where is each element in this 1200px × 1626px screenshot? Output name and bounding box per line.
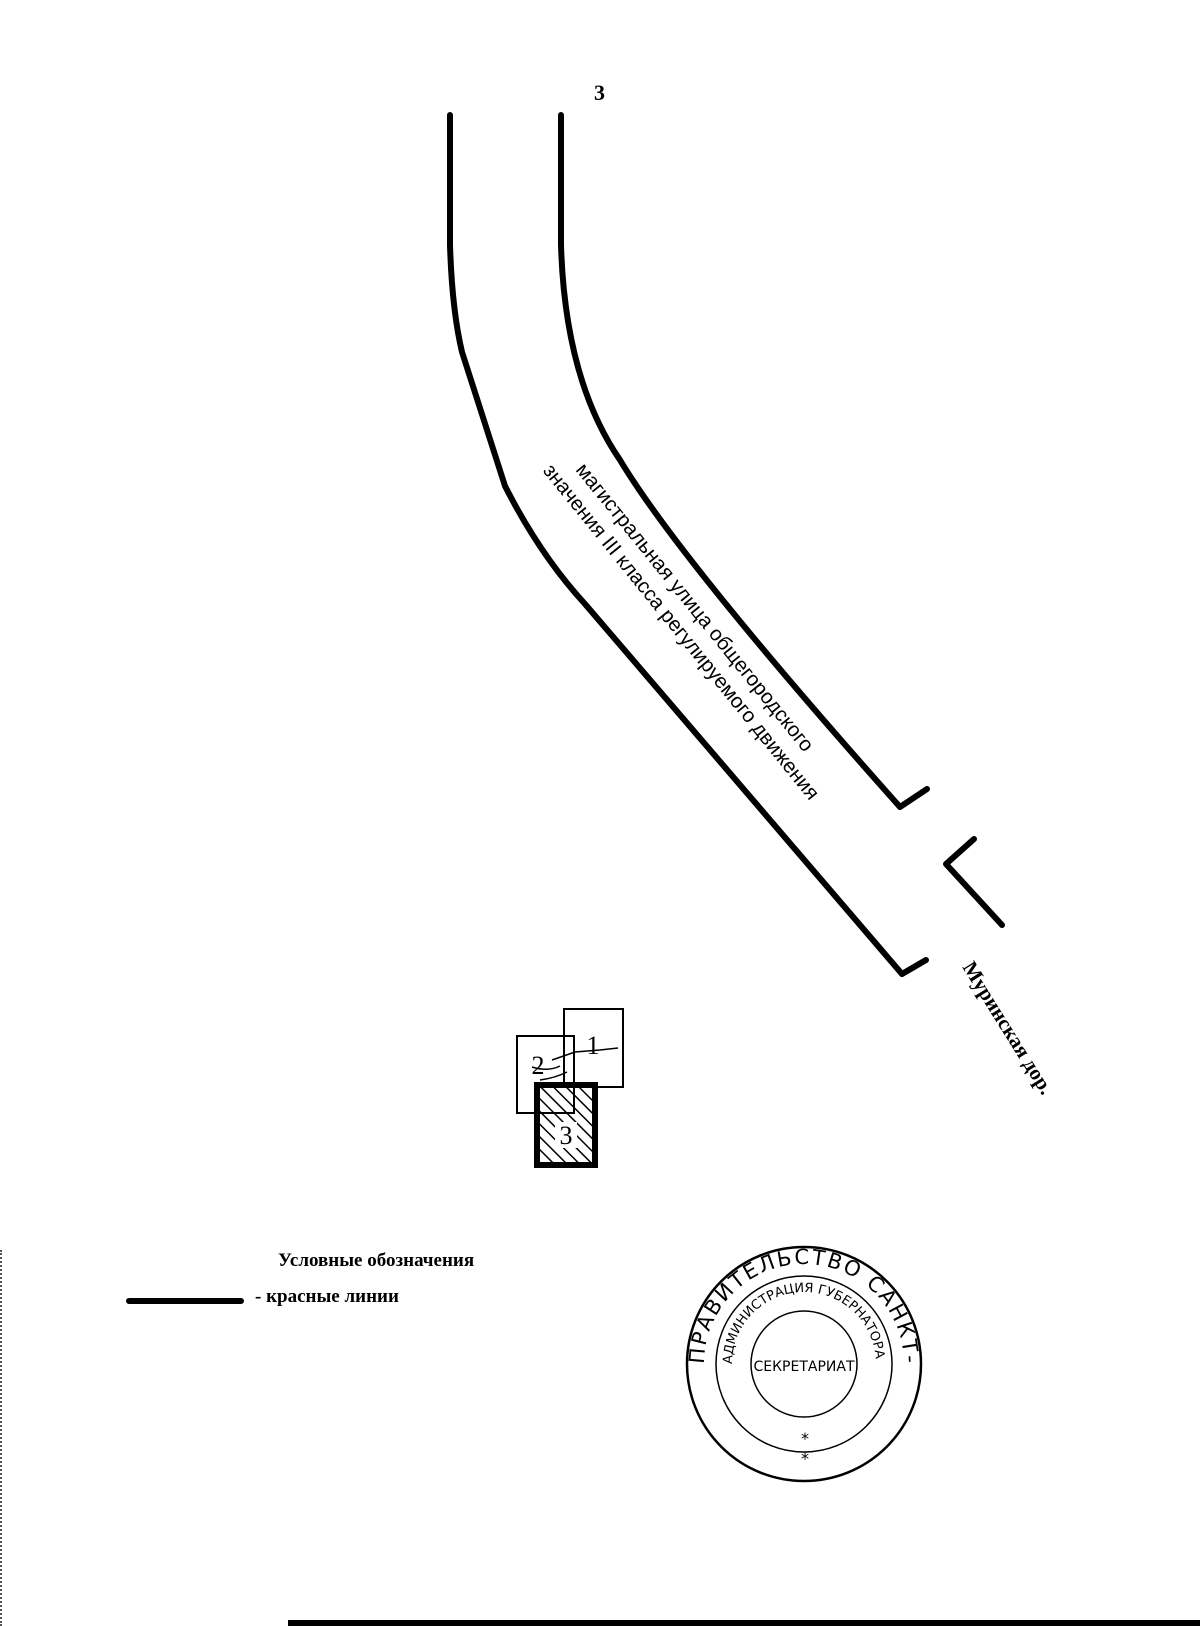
stamp-center-text: СЕКРЕТАРИАТ xyxy=(753,1359,854,1375)
plot-sketch-lines xyxy=(531,1047,619,1081)
red-line-west xyxy=(447,112,929,977)
street-label-line1: магистральная улица общегородского xyxy=(571,459,818,757)
legend-title: Условные обозначения xyxy=(278,1250,475,1271)
stamp-star-1: * xyxy=(801,1429,809,1448)
plot-1-number: 1 xyxy=(587,1031,600,1060)
page-number: 3 xyxy=(594,80,605,105)
plot-2-number: 2 xyxy=(532,1051,545,1080)
plot-3-number: 3 xyxy=(560,1121,573,1150)
left-margin-dots xyxy=(0,1250,4,1626)
legend-red-line-symbol xyxy=(126,1298,244,1304)
street-label-line2: значения III класса регулируемого движен… xyxy=(538,459,824,804)
stamp-star-2: * xyxy=(801,1449,809,1468)
bottom-rule xyxy=(288,1620,1200,1626)
red-line-east xyxy=(558,112,930,810)
road-label: Муринская дор. xyxy=(958,957,1059,1099)
red-line-corner xyxy=(943,836,1005,928)
stamp-outer-text: ПРАВИТЕЛЬСТВО САНКТ-ПЕТЕРБУРГА xyxy=(0,0,921,1365)
legend-red-lines-label: - красные линии xyxy=(255,1286,399,1307)
